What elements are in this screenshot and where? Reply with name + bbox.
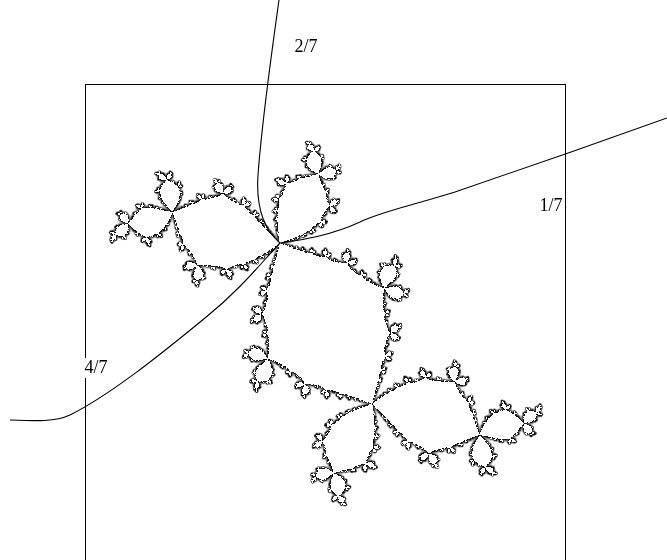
external-ray [258,0,280,243]
ray-angle-label: 2/7 [292,37,319,57]
frame [86,85,566,560]
external-ray [280,118,667,243]
ray-angle-label: 4/7 [82,358,109,378]
external-ray [10,243,280,421]
ray-angle-label: 1/7 [537,196,564,216]
